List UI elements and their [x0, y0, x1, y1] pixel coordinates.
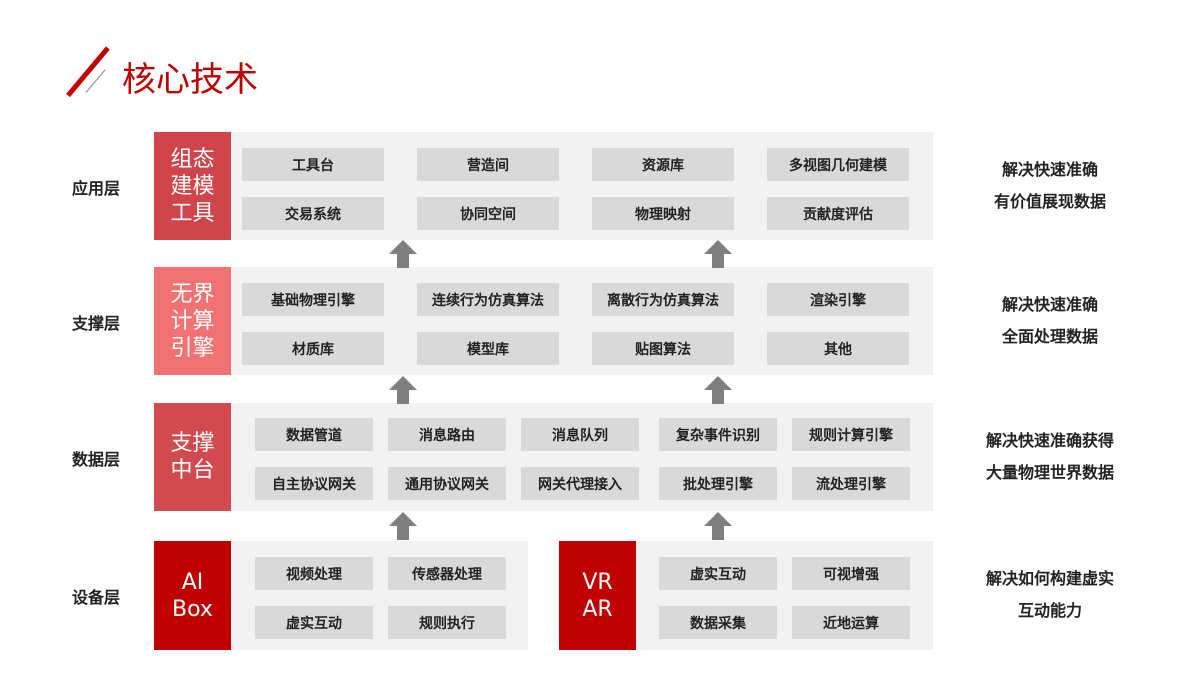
block-label-line: VR [582, 569, 613, 595]
module-cell: 多视图几何建模 [767, 148, 909, 181]
module-cell: 物理映射 [592, 197, 734, 230]
layer-description: 解决快速准确 [1001, 295, 1098, 314]
block-label: 无界计算引擎 [170, 281, 214, 362]
module-cell: 交易系统 [242, 197, 384, 230]
module-cell: 消息路由 [388, 418, 506, 451]
block-label-line: 计算 [170, 308, 215, 334]
block-label-line: 建模 [170, 173, 215, 199]
block-label-line: 组态 [170, 146, 215, 172]
module-cell: 网关代理接入 [521, 467, 639, 500]
layer-description: 解决快速准确获得 [985, 431, 1114, 450]
module-cell: 数据管道 [255, 418, 373, 451]
page-title: 核心技术 [122, 60, 258, 100]
up-arrow-icon [704, 376, 732, 404]
module-cell: 流处理引擎 [792, 467, 910, 500]
up-arrow-icon [704, 512, 732, 540]
module-cell: 基础物理引擎 [242, 283, 384, 316]
module-cell: 批处理引擎 [659, 467, 777, 500]
module-cell: 可视增强 [792, 557, 910, 590]
module-cell: 数据采集 [659, 606, 777, 639]
layer-title-block: 组态建模工具 [154, 132, 231, 240]
layer-name: 应用层 [71, 179, 120, 198]
block-label-line: AR [582, 596, 613, 622]
module-cell: 规则执行 [388, 606, 506, 639]
module-cell: 贴图算法 [592, 332, 734, 365]
block-label: 支撑中台 [170, 430, 214, 484]
module-cell: 规则计算引擎 [792, 418, 910, 451]
module-cell: 其他 [767, 332, 909, 365]
module-cell: 传感器处理 [388, 557, 506, 590]
module-cell: 虚实互动 [659, 557, 777, 590]
layer-title-block: 支撑中台 [154, 403, 231, 511]
block-label-line: 支撑 [170, 431, 215, 456]
layer-description: 大量物理世界数据 [985, 463, 1114, 482]
up-arrow-icon [704, 240, 732, 268]
module-cell: 连续行为仿真算法 [417, 283, 559, 316]
layer-name: 支撑层 [71, 314, 120, 333]
layer-title-block: 无界计算引擎 [154, 267, 231, 375]
layer-description: 互动能力 [1017, 601, 1082, 620]
layer-name: 数据层 [71, 450, 120, 469]
block-label-line: 工具 [170, 200, 215, 226]
layer-description: 全面处理数据 [1001, 327, 1098, 346]
block-label-line: 中台 [170, 458, 215, 483]
module-cell: 自主协议网关 [255, 467, 373, 500]
up-arrow-icon [389, 512, 417, 540]
module-cell: 渲染引擎 [767, 283, 909, 316]
module-cell: 协同空间 [417, 197, 559, 230]
module-cell: 近地运算 [792, 606, 910, 639]
module-cell: 虚实互动 [255, 606, 373, 639]
module-cell: 工具台 [242, 148, 384, 181]
up-arrow-icon [389, 376, 417, 404]
block-label: 组态建模工具 [170, 146, 214, 227]
module-cell: 模型库 [417, 332, 559, 365]
module-cell: 贡献度评估 [767, 197, 909, 230]
module-cell: 通用协议网关 [388, 467, 506, 500]
layer-description: 解决如何构建虚实 [985, 569, 1114, 588]
module-cell: 材质库 [242, 332, 384, 365]
block-label-line: 无界 [170, 281, 215, 307]
block-label-line: AI [181, 569, 204, 595]
up-arrow-icon [389, 240, 417, 268]
module-cell: 营造间 [417, 148, 559, 181]
module-cell: 消息队列 [521, 418, 639, 451]
layer-description: 解决快速准确 [1001, 160, 1098, 179]
layer-name: 设备层 [71, 588, 120, 607]
block-label-line: 引擎 [170, 335, 215, 361]
module-cell: 复杂事件识别 [659, 418, 777, 451]
module-cell: 离散行为仿真算法 [592, 283, 734, 316]
block-label-line: Box [172, 596, 213, 622]
module-cell: 视频处理 [255, 557, 373, 590]
module-cell: 资源库 [592, 148, 734, 181]
layer-description: 有价值展现数据 [993, 192, 1106, 211]
